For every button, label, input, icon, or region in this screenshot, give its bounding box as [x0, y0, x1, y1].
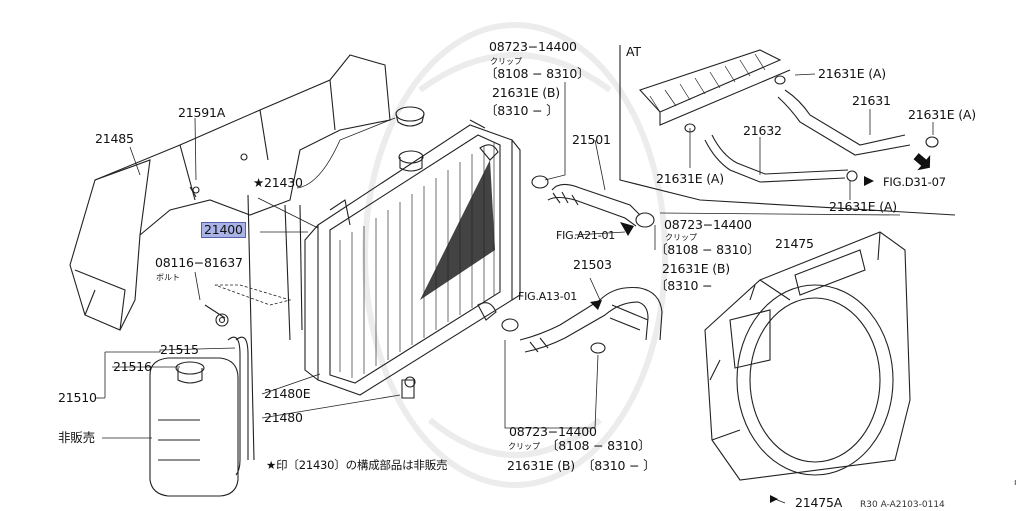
label-21591A: 21591A	[178, 105, 226, 120]
label-21631E-A-3: 21631E (A)	[656, 171, 724, 186]
label-21480: 21480	[264, 410, 303, 425]
label-21503: 21503	[573, 257, 612, 272]
label-21631E-A-1: 21631E (A)	[818, 66, 886, 81]
label-fig-a13[interactable]: FIG.A13-01	[518, 290, 578, 303]
radiator-21400	[304, 106, 521, 399]
bracket-lines	[247, 194, 303, 461]
drawing-code: R30 A-A2103-0114	[860, 500, 945, 510]
shroud-panel-21485	[69, 54, 391, 331]
watermark-emblem	[362, 22, 668, 488]
label-21516: 21516	[113, 359, 152, 374]
label-clip-top-range: 〔8108 − 8310〕	[485, 66, 590, 81]
label-clip-bot-jp: クリップ	[508, 442, 540, 451]
upper-hose-21501	[531, 175, 655, 228]
label-clip-top-hose: 21631E (B)	[492, 85, 560, 100]
label-bolt-jp: ボルト	[156, 273, 180, 282]
label-21632: 21632	[743, 123, 782, 138]
leader-lines	[96, 73, 934, 504]
label-21475A: 21475A	[795, 495, 843, 510]
label-fig-d31[interactable]: FIG.D31-07	[883, 175, 946, 189]
label-not-sold: 非販売	[58, 430, 95, 445]
label-at: AT	[626, 44, 641, 59]
label-clip-bot-range: 〔8108 − 8310〕	[546, 438, 651, 453]
label-21501: 21501	[572, 132, 611, 147]
label-08116: 08116−81637	[155, 255, 243, 270]
label-clip-mid-hose: 21631E (B)	[662, 261, 730, 276]
label-clip-top-number: 08723−14400	[489, 39, 577, 54]
edge-mark: ı	[1014, 478, 1017, 488]
bolt-08116	[204, 304, 229, 327]
label-21400-highlighted[interactable]: 21400	[201, 222, 246, 238]
label-clip-mid-range: 〔8108 − 8310〕	[655, 242, 760, 257]
label-21485: 21485	[95, 131, 134, 146]
label-clip-mid-range2: 〔8310 −	[655, 278, 713, 293]
label-clip-top-range2: 〔8310 − 〕	[485, 103, 559, 118]
label-clip-top-jp: クリップ	[490, 57, 522, 66]
note-not-sold-components: ★印〔21430〕の構成部品は非販売	[266, 458, 448, 472]
label-clip-bot-number: 08723−14400	[509, 424, 597, 439]
label-clip-bot-hose: 21631E (B)	[507, 458, 575, 473]
label-21480E: 21480E	[264, 386, 311, 401]
bolt-21591A	[189, 186, 197, 198]
label-clip-mid-number: 08723−14400	[664, 217, 752, 232]
label-clip-bot-range2: 〔8310 − 〕	[582, 458, 656, 473]
at-inset	[619, 45, 956, 216]
flow-arrows	[590, 153, 931, 503]
label-21515: 21515	[160, 342, 199, 357]
fan-shroud-21475	[704, 231, 911, 481]
label-21430: ★21430	[253, 175, 303, 190]
reservoir-tank-21510	[149, 336, 249, 497]
label-21510: 21510	[58, 390, 97, 405]
label-21631E-A-4: 21631E (A)	[829, 199, 897, 214]
label-fig-a21[interactable]: FIG.A21-01	[556, 229, 616, 242]
lower-hose-21503	[501, 286, 663, 354]
label-21475: 21475	[775, 236, 814, 251]
label-21631: 21631	[852, 93, 891, 108]
label-21631E-A-2: 21631E (A)	[908, 107, 976, 122]
label-clip-mid-jp: クリップ	[665, 233, 697, 242]
